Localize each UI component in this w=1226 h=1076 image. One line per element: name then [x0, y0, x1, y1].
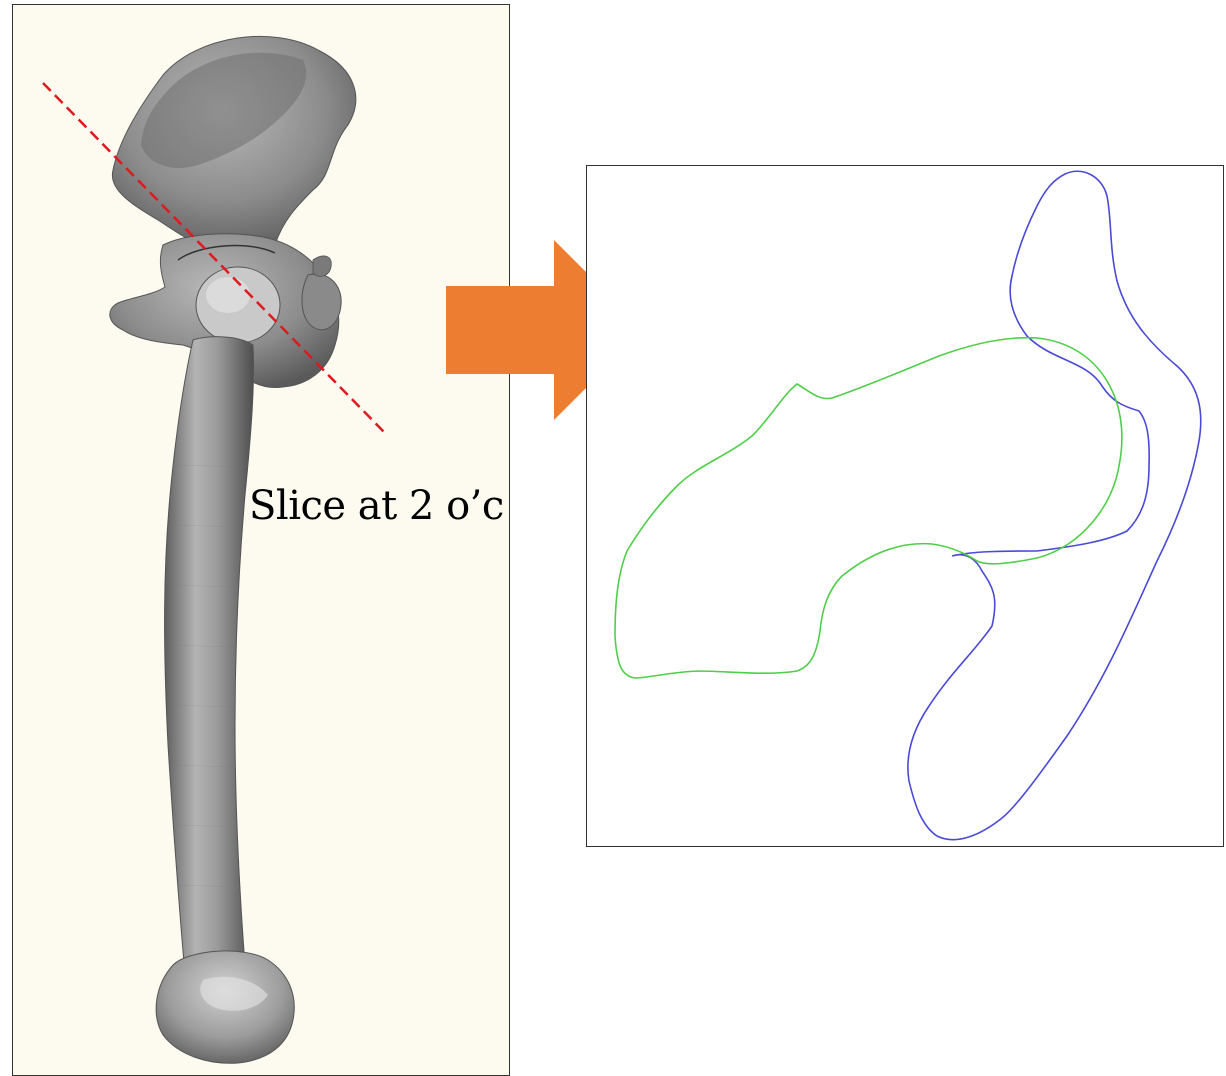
- distal-condyle-shape: [156, 951, 294, 1063]
- cross-section-panel: [586, 165, 1224, 847]
- femur-contour: [615, 338, 1122, 678]
- slice-label: Slice at 2 o’c: [249, 483, 504, 529]
- cross-section-contours: [587, 166, 1223, 846]
- femur-shaft-shape: [165, 337, 254, 975]
- femur-pelvis-render: [13, 5, 509, 1075]
- pelvis-contour: [908, 171, 1201, 839]
- bone-render-panel: Slice at 2 o’c: [12, 4, 510, 1076]
